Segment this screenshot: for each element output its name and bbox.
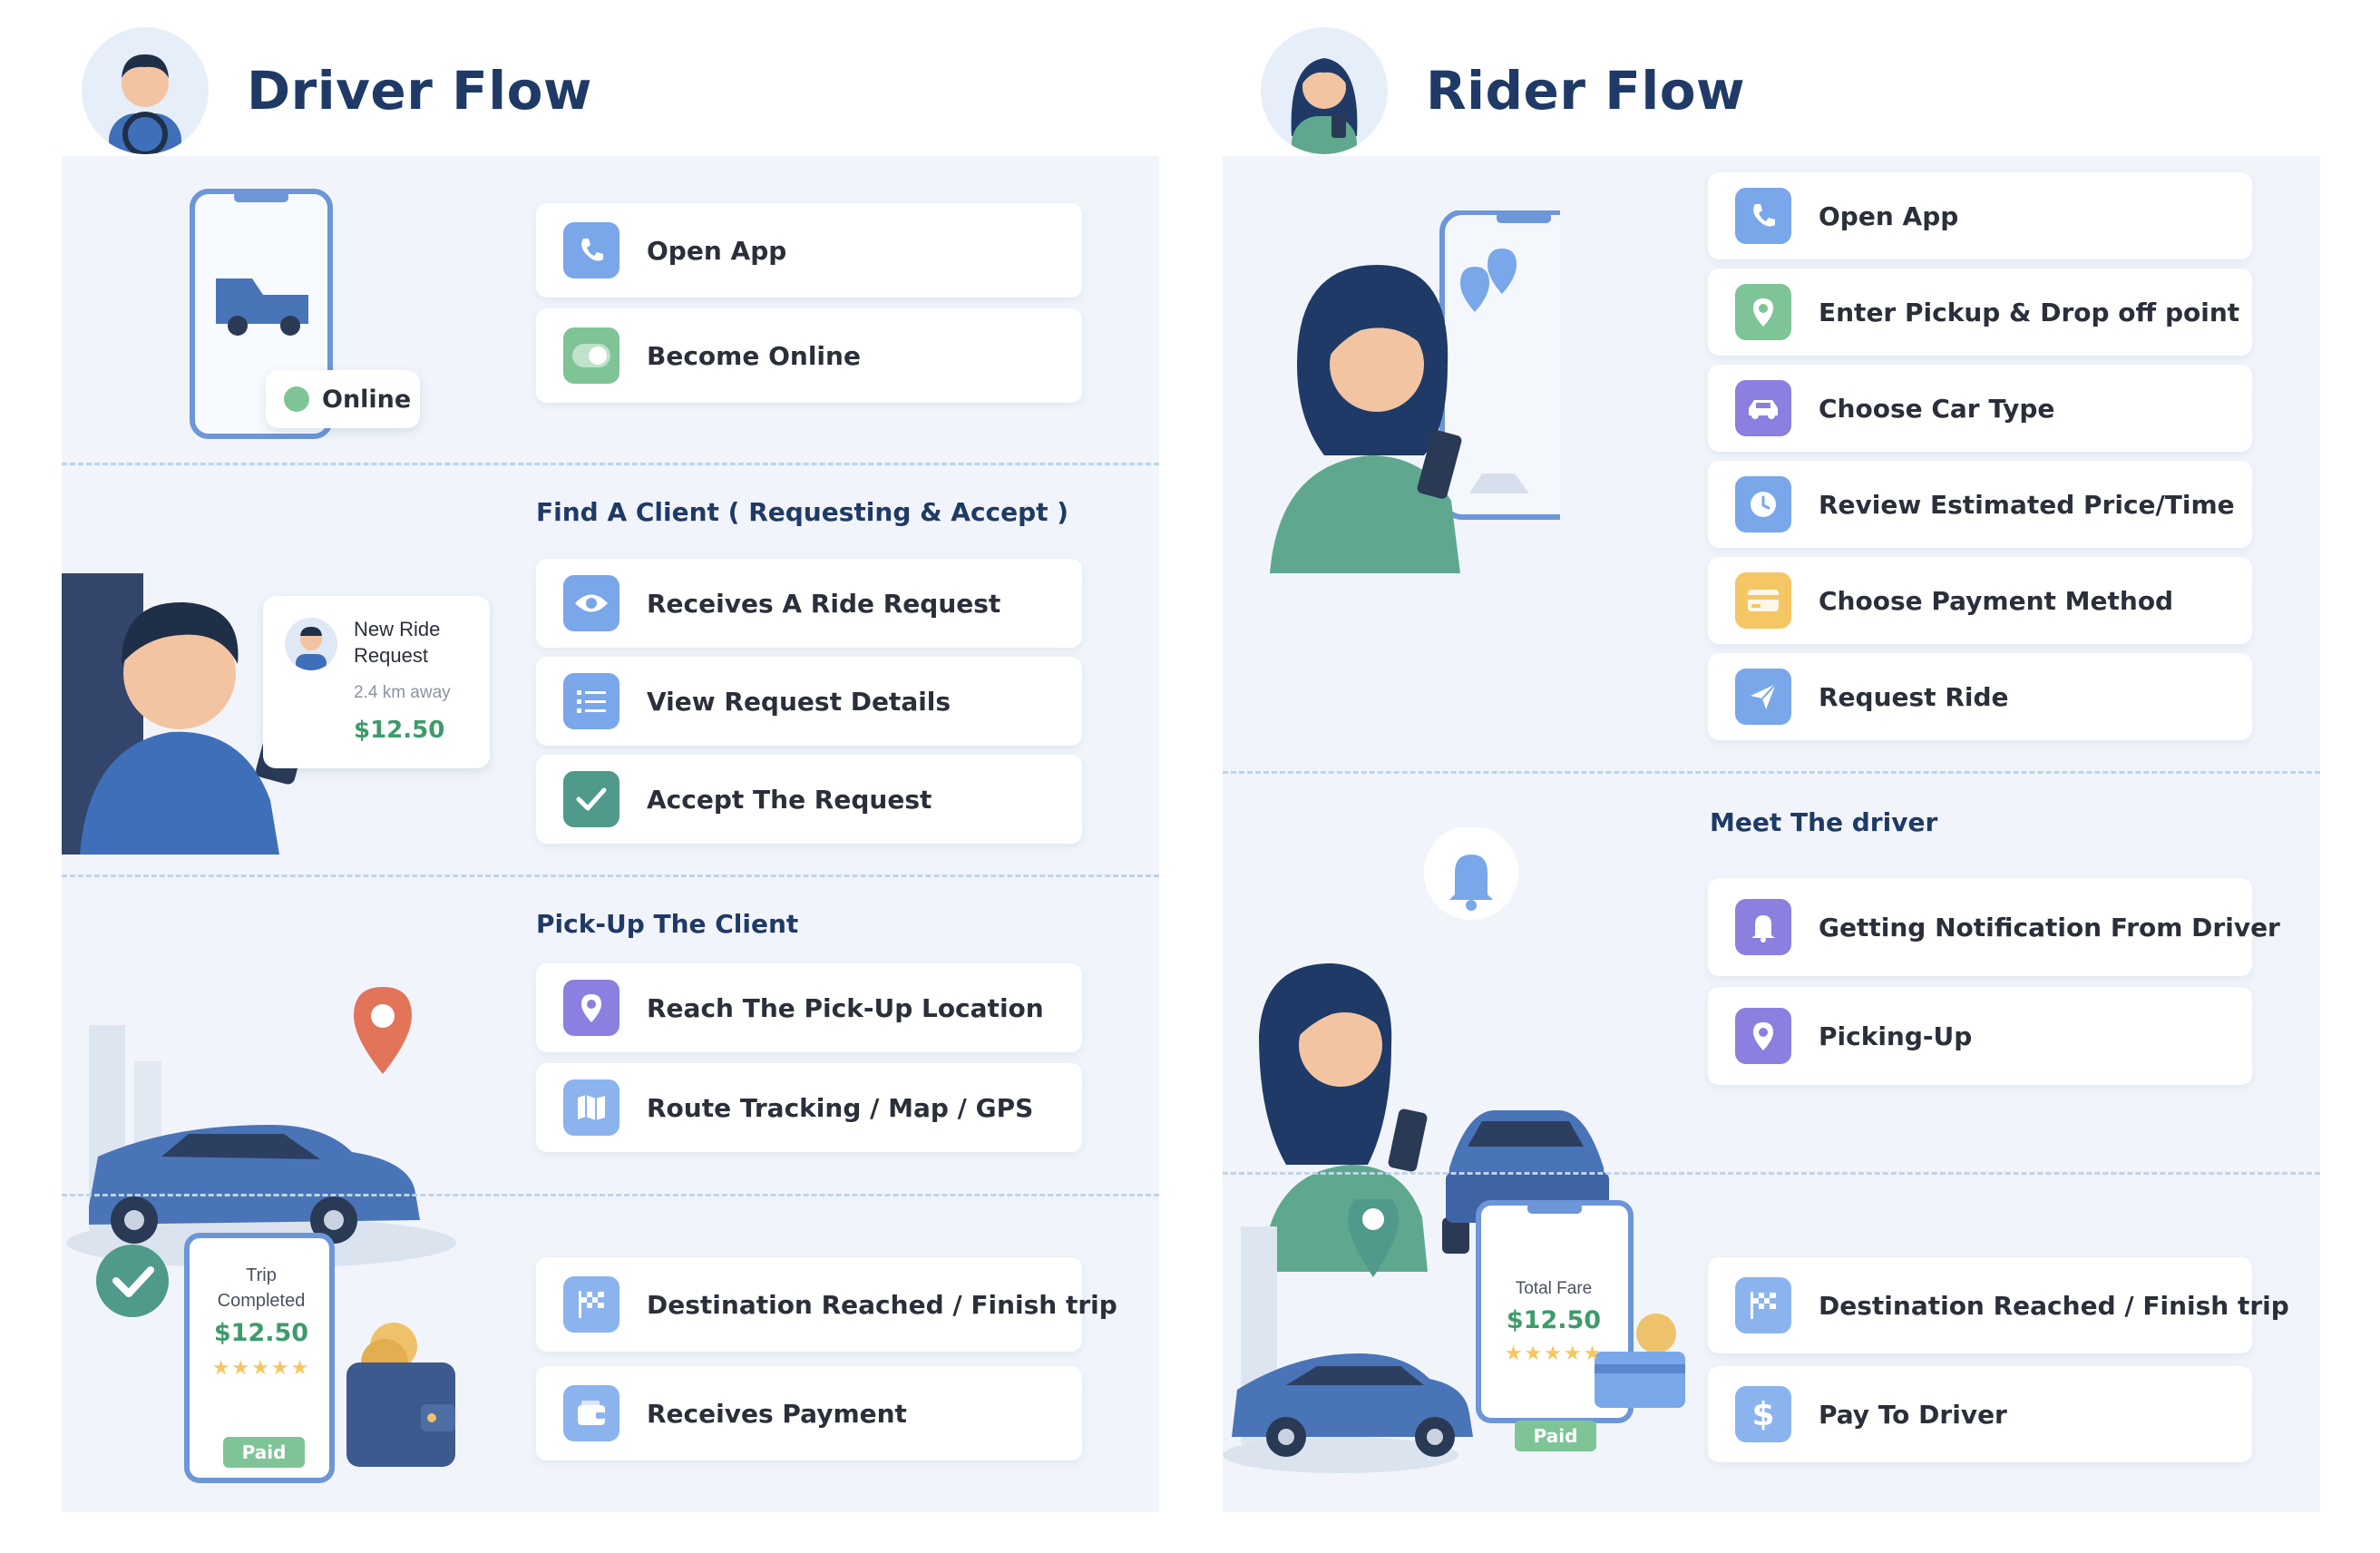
driver-step-view-details[interactable]: View Request Details <box>536 657 1082 746</box>
step-label: Review Estimated Price/Time <box>1819 489 2235 520</box>
rating-stars: ★★★★★ <box>211 1357 311 1380</box>
credit-card-icon <box>1735 572 1791 629</box>
dollar-icon: $ <box>1735 1386 1791 1442</box>
clock-icon <box>1735 476 1791 532</box>
rider-step-open-app[interactable]: Open App <box>1708 172 2252 259</box>
trip-price: $12.50 <box>213 1319 309 1347</box>
online-status-badge: Online <box>266 370 420 428</box>
step-label: View Request Details <box>647 686 951 717</box>
step-label: Choose Payment Method <box>1819 585 2174 616</box>
rider-panel: Open App Enter Pickup & Drop off point C… <box>1223 156 2320 1512</box>
checkered-flag-icon <box>1735 1277 1791 1333</box>
driver-step-destination[interactable]: Destination Reached / Finish trip <box>536 1257 1117 1352</box>
step-label: Destination Reached / Finish trip <box>1819 1290 2289 1321</box>
rider-phone-map-illustration <box>1270 210 1606 573</box>
step-label: Receives Payment <box>647 1398 907 1429</box>
driver-flow-title: Driver Flow <box>247 60 592 122</box>
step-label: Receives A Ride Request <box>647 588 1001 619</box>
rider-step-payment-method[interactable]: Choose Payment Method <box>1708 557 2252 644</box>
rider-step-request-ride[interactable]: Request Ride <box>1708 653 2252 740</box>
checkered-flag-icon <box>563 1276 619 1333</box>
step-label: Request Ride <box>1819 681 2009 712</box>
online-dot-icon <box>284 386 309 412</box>
trip-status: Trip Completed <box>217 1265 306 1311</box>
section-divider <box>62 874 1159 877</box>
request-title: New Ride Request <box>354 618 441 667</box>
step-label: Open App <box>1819 200 1959 231</box>
rider-step-picking-up[interactable]: Picking-Up <box>1708 987 2252 1085</box>
toggle-icon <box>563 327 619 384</box>
location-pin-icon <box>1735 1008 1791 1064</box>
rider-step-car-type[interactable]: Choose Car Type <box>1708 365 2252 452</box>
section-title-meet-driver: Meet The driver <box>1710 807 1938 837</box>
driver-step-become-online[interactable]: Become Online <box>536 308 1082 403</box>
checkmark-icon <box>563 771 619 827</box>
send-icon <box>1735 669 1791 725</box>
step-label: Reach The Pick-Up Location <box>647 992 1044 1023</box>
section-divider <box>62 463 1159 465</box>
rider-avatar <box>1261 27 1388 154</box>
rider-step-review-price[interactable]: Review Estimated Price/Time <box>1708 461 2252 548</box>
fare-label: Total Fare <box>1515 1279 1593 1298</box>
fare-price: $12.50 <box>1506 1306 1602 1334</box>
step-label: Picking-Up <box>1819 1021 1973 1051</box>
driver-step-open-app[interactable]: Open App <box>536 203 1082 298</box>
driver-step-reach-pickup[interactable]: Reach The Pick-Up Location <box>536 963 1082 1052</box>
wallet-icon <box>563 1385 619 1441</box>
location-pin-icon <box>563 980 619 1036</box>
step-label: Open App <box>647 235 787 266</box>
request-distance: 2.4 km away <box>354 683 451 702</box>
step-label: Route Tracking / Map / GPS <box>647 1092 1034 1123</box>
section-divider <box>1223 1172 2320 1175</box>
rider-step-enter-points[interactable]: Enter Pickup & Drop off point <box>1708 269 2252 356</box>
car-icon <box>1735 380 1791 436</box>
bell-icon <box>1735 899 1791 955</box>
new-ride-request-card: New Ride Request 2.4 km away $12.50 <box>263 596 490 768</box>
map-icon <box>563 1079 619 1136</box>
section-divider <box>62 1194 1159 1196</box>
online-label: Online <box>322 385 412 414</box>
list-icon <box>563 673 619 729</box>
driver-step-route-tracking[interactable]: Route Tracking / Map / GPS <box>536 1063 1082 1152</box>
driver-avatar <box>82 27 209 154</box>
driver-step-receives-payment[interactable]: Receives Payment <box>536 1366 1082 1460</box>
request-price: $12.50 <box>354 717 445 744</box>
rider-step-notification[interactable]: Getting Notification From Driver <box>1708 878 2280 976</box>
phone-icon <box>1735 188 1791 244</box>
step-label: Become Online <box>647 340 861 371</box>
section-title-pickup: Pick-Up The Client <box>536 909 799 939</box>
location-pin-icon <box>1735 284 1791 340</box>
step-label: Enter Pickup & Drop off point <box>1819 297 2240 327</box>
phone-icon <box>563 222 619 278</box>
eye-icon <box>563 575 619 631</box>
rider-avatar <box>285 618 337 670</box>
section-divider <box>1223 771 2320 774</box>
step-label: Getting Notification From Driver <box>1819 912 2280 943</box>
trip-completed-illustration <box>94 1226 457 1490</box>
driver-step-accept[interactable]: Accept The Request <box>536 755 1082 844</box>
step-label: Pay To Driver <box>1819 1399 2007 1430</box>
rider-meet-driver-illustration <box>1250 825 1658 1272</box>
step-label: Accept The Request <box>647 784 932 815</box>
driver-panel: Online Open App Become Online Find A Cli… <box>62 156 1159 1512</box>
step-label: Destination Reached / Finish trip <box>647 1289 1117 1320</box>
step-label: Choose Car Type <box>1819 393 2055 424</box>
rider-fare-illustration <box>1223 1194 1694 1508</box>
paid-badge: Paid <box>223 1437 305 1468</box>
rider-step-destination[interactable]: Destination Reached / Finish trip <box>1708 1257 2289 1353</box>
driver-step-receives-request[interactable]: Receives A Ride Request <box>536 559 1082 648</box>
section-title-find-client: Find A Client ( Requesting & Accept ) <box>536 497 1069 527</box>
rider-step-pay-driver[interactable]: $ Pay To Driver <box>1708 1366 2252 1462</box>
rating-stars: ★★★★★ <box>1504 1343 1604 1365</box>
paid-badge: Paid <box>1515 1421 1596 1451</box>
rider-flow-title: Rider Flow <box>1426 60 1746 122</box>
